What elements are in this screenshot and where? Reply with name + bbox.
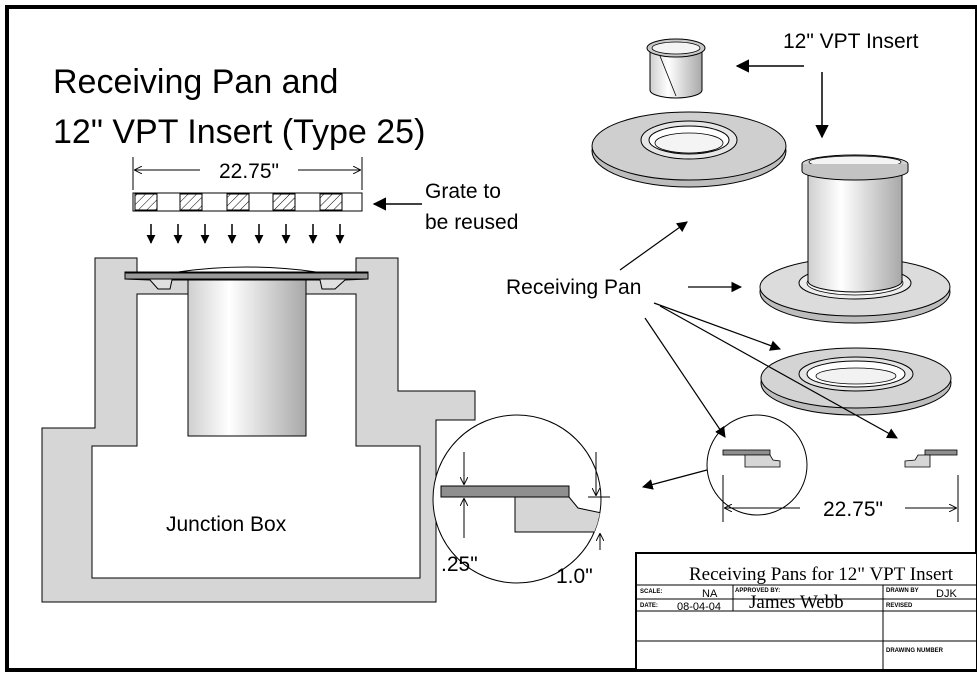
insert-label: 12" VPT Insert (783, 30, 919, 53)
drawing-heading-line1: Receiving Pan and (53, 63, 338, 101)
grate-width-label: 22.75" (219, 160, 279, 183)
grate-width-dimension: 22.75" (132, 157, 363, 190)
insert-iso (646, 38, 706, 99)
pan-iso-top (591, 111, 787, 188)
pan-width-dimension: 22.75" (722, 475, 959, 522)
approved-value: James Webb (749, 592, 844, 613)
title-block-title: Receiving Pans for 12" VPT Insert (689, 564, 954, 585)
revised-label: REVISED (886, 603, 913, 609)
date-label: DATE: (640, 603, 658, 609)
receiving-pan-label: Receiving Pan (506, 276, 641, 299)
scale-label: SCALE: (640, 589, 662, 595)
grate (132, 192, 363, 212)
grate-label-line1: Grate to (425, 180, 501, 203)
drawn-value: DJK (936, 588, 957, 600)
section-detail-circle (706, 414, 958, 516)
receiving-pan-leaders (619, 221, 898, 439)
drawing-border (5, 5, 977, 672)
approved-label: APPROVED BY: (735, 588, 780, 594)
detail-thickness-label: .25" (441, 553, 478, 576)
load-arrows (146, 224, 345, 244)
installed-receiving-pan (124, 266, 369, 437)
date-value: 08-04-04 (677, 601, 721, 613)
junction-box-label: Junction Box (166, 513, 287, 536)
drawn-label: DRAWN BY (886, 588, 919, 594)
title-block: Receiving Pans for 12" VPT Insert SCALE:… (635, 552, 977, 671)
drawing-number-label: DRAWING NUMBER (886, 648, 944, 654)
scale-value: NA (702, 588, 718, 600)
grate-label-line2: be reused (425, 211, 518, 234)
pan-iso-bottom (760, 347, 952, 416)
drawing-heading-line2: 12" VPT Insert (Type 25) (53, 113, 425, 151)
pan-with-insert-iso (759, 154, 951, 324)
pan-detail-callout: .25" 1.0" (432, 414, 610, 588)
detail-leader-arrow (641, 469, 708, 490)
pan-width-label: 22.75" (823, 498, 883, 521)
detail-depth-label: 1.0" (556, 565, 593, 588)
